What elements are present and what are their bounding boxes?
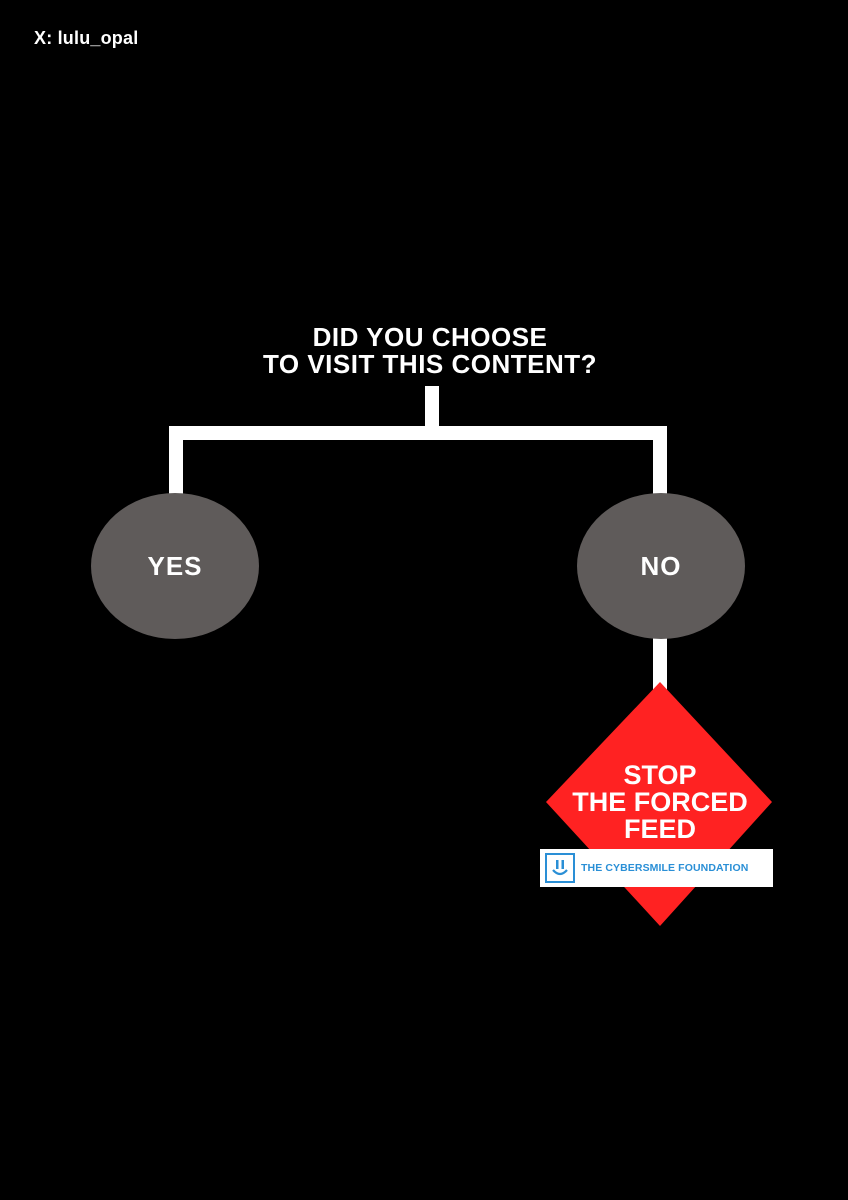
stop-line-2: THE FORCED — [572, 787, 748, 817]
watermark: X: lulu_opal — [34, 28, 139, 48]
stop-line-1: STOP — [623, 760, 697, 790]
stop-sign-text: STOP THE FORCED FEED — [555, 762, 765, 843]
cybersmile-logo-icon — [545, 853, 575, 883]
connector-no-to-stop — [653, 632, 667, 692]
connector-right-drop — [653, 426, 667, 498]
cybersmile-logo: THE CYBERSMILE FOUNDATION — [540, 849, 773, 887]
stop-line-3: FEED — [623, 814, 696, 844]
no-label: NO — [640, 550, 682, 581]
question-line-2: TO VISIT THIS CONTENT? — [262, 349, 598, 379]
no-node: NO — [577, 493, 745, 639]
question-text: DID YOU CHOOSE TO VISIT THIS CONTENT? — [200, 324, 660, 378]
question-line-1: DID YOU CHOOSE — [312, 322, 548, 352]
yes-node: YES — [91, 493, 259, 639]
yes-label: YES — [147, 550, 203, 581]
connector-horizontal — [169, 426, 667, 440]
stop-diamond-shape — [546, 682, 772, 926]
logo-name: THE CYBERSMILE FOUNDATION — [581, 862, 749, 874]
connector-left-drop — [169, 426, 183, 498]
